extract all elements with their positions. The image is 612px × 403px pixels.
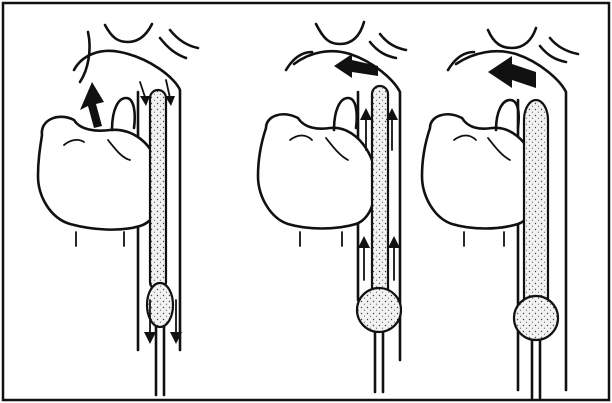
flow-arrow-icon <box>144 332 156 344</box>
panel-2 <box>258 22 406 392</box>
balloon-catheter-icon <box>524 100 548 300</box>
flow-arrow-icon <box>358 236 370 248</box>
balloon-tip-icon <box>514 296 558 340</box>
panel-1 <box>38 24 198 395</box>
flow-arrow-icon <box>388 236 400 248</box>
pulmonary-vessel-icon <box>496 100 519 130</box>
heart-icon <box>38 117 162 230</box>
aortic-arch-branch-icon <box>380 34 406 50</box>
balloon-catheter-icon <box>150 90 166 290</box>
aortic-arch-branch-icon <box>170 30 198 48</box>
pulmonary-vessel-icon <box>112 98 135 130</box>
heart-icon <box>422 114 537 228</box>
aortic-arch-branch-icon <box>550 38 578 54</box>
pulmonary-vessel-icon <box>334 98 357 130</box>
flow-arrow-icon <box>80 82 104 128</box>
aortic-arch-branch-icon <box>316 22 364 44</box>
flow-arrow-icon <box>360 108 372 120</box>
balloon-catheter-icon <box>372 86 388 300</box>
flow-arrow-icon <box>140 96 150 106</box>
flow-arrow-icon <box>488 56 536 88</box>
aortic-arch-branch-icon <box>105 24 152 42</box>
catheter-shaft-icon <box>156 327 164 395</box>
catheter-shaft-icon <box>375 332 383 392</box>
catheter-shaft-icon <box>532 340 540 398</box>
panel-3 <box>422 28 578 398</box>
aortic-arch-branch-icon <box>488 28 536 48</box>
balloon-tip-icon <box>357 288 401 332</box>
